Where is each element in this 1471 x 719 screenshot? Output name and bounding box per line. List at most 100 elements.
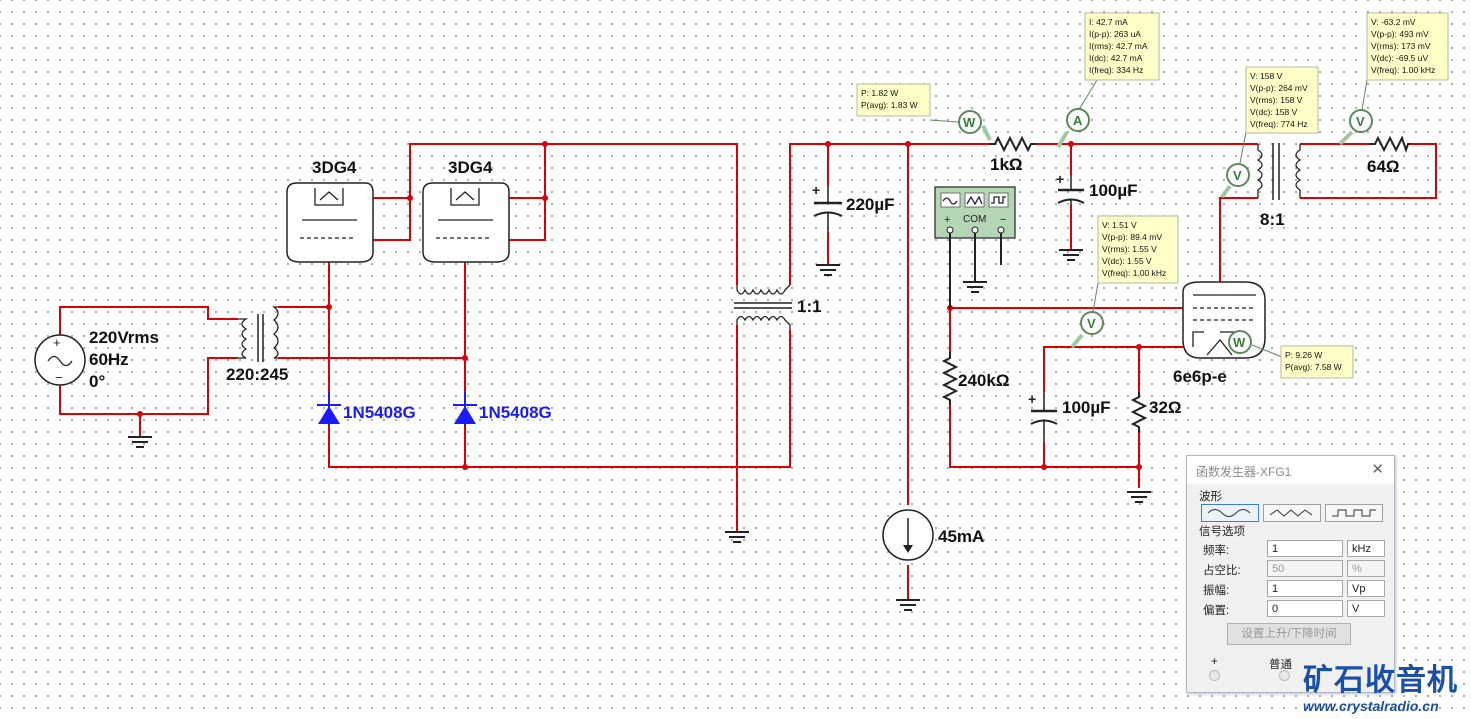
diode-right-label: 1N5408G [479,403,552,422]
output-transformer[interactable]: 8:1 [1256,143,1302,229]
ammeter-probe[interactable]: A [1066,108,1090,132]
terminal-common-radio[interactable] [1279,670,1290,681]
power-tube[interactable]: 6e6p-e [1173,281,1266,386]
output-transformer-ratio: 8:1 [1260,210,1285,229]
sine-wave-button[interactable] [1201,504,1259,522]
resistor-1k[interactable]: 1kΩ [990,135,1035,174]
terminal-common-label: 普通 [1269,659,1292,671]
svg-text:V(p-p): 264 mV: V(p-p): 264 mV [1250,83,1308,93]
junction-dots [137,141,1142,470]
svg-text:I(rms): 42.7 mA: I(rms): 42.7 mA [1089,41,1148,51]
svg-text:−: − [55,370,63,385]
probe-readout-output: V: -63.2 mV V(p-p): 493 mV V(rms): 173 m… [1366,12,1449,81]
isolation-transformer-ratio: 1:1 [797,297,822,316]
current-source-label: 45mA [938,527,984,546]
function-generator-dialog[interactable]: 函数发生器-XFG1 ✕ 波形 信号选项 频率: 1 kHz 占空比: 50 %… [1186,455,1395,693]
terminal-plus-radio[interactable] [1209,670,1220,681]
dialog-title: 函数发生器-XFG1 [1196,465,1292,479]
svg-text:V: 158 V: V: 158 V [1250,71,1283,81]
svg-text:V(freq): 774 Hz: V(freq): 774 Hz [1250,119,1308,129]
svg-text:P: 1.82 W: P: 1.82 W [861,88,898,98]
duty-cycle-input: 50 [1267,560,1343,577]
source-phase-label: 0° [89,372,105,391]
rectifier-tube-right[interactable]: 3DG4 [422,158,510,263]
dialog-titlebar[interactable]: 函数发生器-XFG1 ✕ [1187,456,1394,484]
triangle-wave-button[interactable] [1263,504,1321,522]
load-resistor[interactable]: 64Ω [1367,135,1410,176]
input-transformer-ratio: 220:245 [226,365,288,384]
square-wave-icon [1332,509,1376,517]
filter-capacitor-label: 220µF [846,195,895,214]
source-voltage-label: 220Vrms [89,328,159,347]
diode-right[interactable]: 1N5408G [453,392,552,426]
square-wave-button[interactable] [1325,504,1383,522]
input-transformer[interactable]: 220:245 [226,306,288,384]
watermark-brand: 矿石收音机 [1303,663,1458,698]
watermark-url: www.crystalradio.cn [1303,698,1439,714]
probe-readout-primary: V: 158 V V(p-p): 264 mV V(rms): 158 V V(… [1245,66,1319,134]
fg-minus-label: − [1000,214,1006,226]
svg-text:I: 42.7 mA: I: 42.7 mA [1089,17,1128,27]
svg-text:V(dc): -69.5 uV: V(dc): -69.5 uV [1371,53,1428,63]
frequency-input[interactable]: 1 [1267,540,1343,557]
ground-symbols [128,249,1151,611]
offset-input[interactable]: 0 [1267,600,1343,617]
decoupling-capacitor-label: 100µF [1089,181,1138,200]
svg-text:+: + [1028,391,1036,407]
svg-text:+: + [1056,171,1064,187]
rectifier-tube-right-label: 3DG4 [448,158,493,177]
frequency-unit-select[interactable]: kHz [1347,540,1385,557]
svg-text:P(avg): 1.83 W: P(avg): 1.83 W [861,100,918,110]
svg-text:W: W [963,115,976,130]
svg-text:V(freq): 1.00 kHz: V(freq): 1.00 kHz [1102,268,1166,278]
probe-readout-wattmeter-2: P: 9.26 W P(avg): 7.58 W [1280,345,1354,379]
probe-leaders [929,79,1368,358]
isolation-transformer[interactable]: 1:1 [734,284,822,330]
decoupling-capacitor[interactable]: + 100µF [1056,171,1138,205]
svg-text:V(freq): 1.00 kHz: V(freq): 1.00 kHz [1371,65,1435,75]
wattmeter-probe-1[interactable]: W [958,110,982,134]
svg-text:V(rms): 1.55 V: V(rms): 1.55 V [1102,244,1157,254]
offset-unit-select[interactable]: V [1347,600,1385,617]
voltmeter-probe-primary[interactable]: V [1226,163,1250,187]
wattmeter-probe-2[interactable]: W [1228,330,1252,354]
voltmeter-probe-output[interactable]: V [1349,109,1373,133]
svg-text:V: V [1087,316,1096,331]
amplitude-unit-select[interactable]: Vp [1347,580,1385,597]
fg-plus-label: + [944,214,950,226]
svg-text:+: + [812,182,820,198]
svg-text:V: V [1356,114,1365,129]
svg-text:+: + [53,335,61,350]
load-resistor-label: 64Ω [1367,157,1400,176]
rectifier-tube-left-label: 3DG4 [312,158,357,177]
rectifier-tube-left[interactable]: 3DG4 [286,158,374,263]
svg-text:P: 9.26 W: P: 9.26 W [1285,350,1322,360]
resistor-240k[interactable]: 240kΩ [941,352,1009,405]
frequency-label: 频率: [1203,545,1230,557]
filter-capacitor[interactable]: + 220µF [812,182,895,232]
diode-left-label: 1N5408G [343,403,416,422]
function-generator-symbol[interactable]: + COM − [934,186,1016,308]
fg-com-label: COM [963,214,986,225]
ac-voltage-source[interactable]: + − 220Vrms 60Hz 0° [34,328,159,391]
current-source[interactable]: 45mA [882,509,984,561]
cathode-resistor[interactable]: 32Ω [1130,392,1182,432]
amplitude-input[interactable]: 1 [1267,580,1343,597]
cathode-capacitor[interactable]: + 100µF [1028,391,1111,442]
svg-text:I(freq): 334 Hz: I(freq): 334 Hz [1089,65,1143,75]
resistor-1k-label: 1kΩ [990,155,1023,174]
rise-fall-time-button: 设置上升/下降时间 [1227,623,1351,645]
svg-text:V: -63.2 mV: V: -63.2 mV [1371,17,1416,27]
duty-cycle-unit: % [1347,560,1385,577]
svg-text:V: 1.51 V: V: 1.51 V [1102,220,1137,230]
duty-cycle-label: 占空比: [1203,565,1241,577]
voltmeter-probe-grid[interactable]: V [1080,311,1104,335]
close-icon[interactable]: ✕ [1371,461,1384,478]
cathode-resistor-label: 32Ω [1149,398,1182,417]
resistor-240k-label: 240kΩ [958,371,1009,390]
diode-left[interactable]: 1N5408G [317,392,416,426]
probe-readout-ammeter: I: 42.7 mA I(p-p): 263 uA I(rms): 42.7 m… [1084,12,1160,81]
svg-text:P(avg): 7.58 W: P(avg): 7.58 W [1285,362,1342,372]
svg-text:V(rms): 158 V: V(rms): 158 V [1250,95,1303,105]
